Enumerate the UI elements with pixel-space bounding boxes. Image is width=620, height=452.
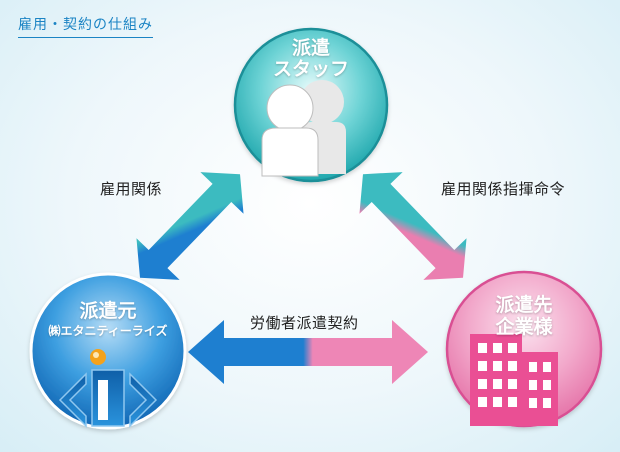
building-icon <box>470 334 558 426</box>
client-label-line1: 派遣先 <box>495 294 553 316</box>
company-logo <box>58 349 158 428</box>
employment-command-arrow <box>359 172 467 280</box>
agency-label-line2: ㈱エタニティーライズ <box>48 324 168 338</box>
client-label-line2: 企業様 <box>495 316 553 338</box>
agency-label-line1: 派遣元 <box>79 300 137 322</box>
staff-label-line1: 派遣 <box>291 37 330 59</box>
dispatch-contract-arrow <box>188 320 428 384</box>
diagram-title: 雇用・契約の仕組み <box>18 14 153 38</box>
dispatch-contract-label: 労働者派遣契約 <box>250 314 359 332</box>
employment-arrow <box>136 172 244 280</box>
people-icon <box>261 80 346 177</box>
employment-label: 雇用関係 <box>100 180 163 198</box>
employment-command-label: 雇用関係指揮命令 <box>441 180 566 198</box>
staff-label-line2: スタッフ <box>272 58 349 80</box>
